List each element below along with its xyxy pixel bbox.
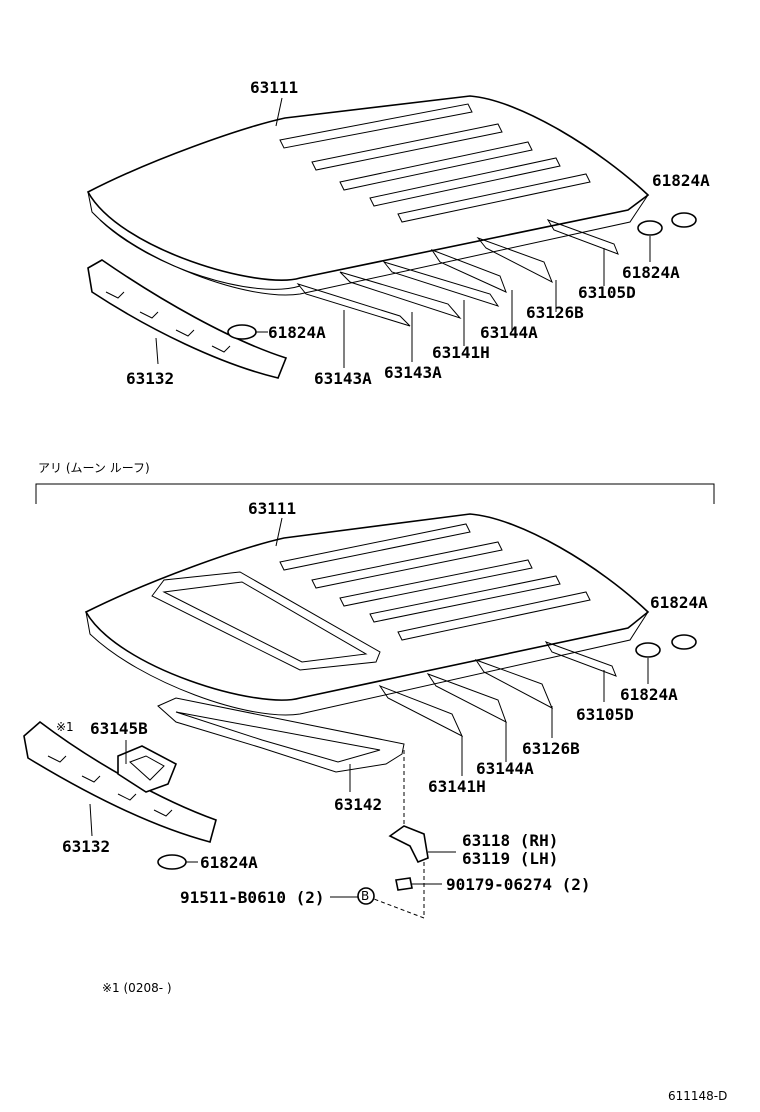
section-bracket xyxy=(35,483,715,504)
section-title: アリ (ムーン ルーフ) xyxy=(38,461,150,475)
upper-plug-left[interactable] xyxy=(227,324,257,340)
lower-label-bow-2: 63144A xyxy=(476,759,534,778)
lower-label-bow-1: 63126B xyxy=(522,739,580,758)
lower-label-bracket-lh: 63119 (LH) xyxy=(462,849,558,868)
upper-plug-right-1[interactable] xyxy=(637,220,663,236)
lower-label-roof-panel: 63111 xyxy=(248,499,296,518)
upper-label-bow-3: 63141H xyxy=(432,343,490,362)
upper-label-bow-4: 63143A xyxy=(314,369,372,388)
lower-label-plug-a: 61824A xyxy=(650,593,708,612)
lower-plug-left[interactable] xyxy=(157,854,187,870)
lower-label-plug-b: 61824A xyxy=(620,685,678,704)
footnote: ※1 (0208- ) xyxy=(102,981,172,995)
lower-plug-right-2[interactable] xyxy=(671,634,697,650)
lower-bracket-63145b[interactable] xyxy=(117,745,178,793)
lower-roof-ribs xyxy=(279,523,591,641)
upper-label-bow-1: 63126B xyxy=(526,303,584,322)
upper-roof-bows[interactable] xyxy=(296,219,619,327)
lower-label-bow-3: 63141H xyxy=(428,777,486,796)
upper-roof-ribs xyxy=(279,103,591,223)
figure-id: 611148-D xyxy=(668,1089,727,1103)
bolt-mark-b-text: B xyxy=(361,889,369,903)
upper-label-bow-2: 63144A xyxy=(480,323,538,342)
lower-label-bracket-mark: ※1 xyxy=(56,720,74,734)
upper-label-plug-c: 61824A xyxy=(268,323,326,342)
upper-label-roof-panel: 63111 xyxy=(250,78,298,97)
upper-label-plug-b: 61824A xyxy=(622,263,680,282)
upper-front-header[interactable] xyxy=(87,259,288,379)
lower-label-header-front: 63132 xyxy=(62,837,110,856)
lower-front-header[interactable] xyxy=(23,720,217,843)
lower-plug-right-1[interactable] xyxy=(635,642,661,658)
lower-label-bracket: 63145B xyxy=(90,719,148,738)
upper-label-header-front: 63132 xyxy=(126,369,174,388)
bolt-mark-b xyxy=(357,887,375,905)
upper-label-bow-rear: 63105D xyxy=(578,283,636,302)
lower-screw[interactable] xyxy=(395,877,413,891)
upper-plug-right-2[interactable] xyxy=(671,212,697,228)
lower-label-bow-rear: 63105D xyxy=(576,705,634,724)
lower-label-reinforcement: 63142 xyxy=(334,795,382,814)
upper-assembly: 63111 61824A 61824A 63105D 63126B 61824A… xyxy=(86,78,710,388)
lower-reinforcement[interactable] xyxy=(157,697,405,773)
upper-label-plug-a: 61824A xyxy=(652,171,710,190)
lower-roof-panel[interactable] xyxy=(84,513,650,701)
lower-label-bolt: 91511-B0610 (2) xyxy=(180,888,325,907)
upper-roof-panel[interactable] xyxy=(86,95,650,281)
lower-side-bracket[interactable] xyxy=(388,825,429,864)
lower-assembly: B 63111 61824A 61824A 63105D ※1 63145B 6… xyxy=(23,499,708,919)
lower-label-bracket-rh: 63118 (RH) xyxy=(462,831,558,850)
lower-label-screw: 90179-06274 (2) xyxy=(446,875,591,894)
lower-sunroof-opening[interactable] xyxy=(151,571,381,671)
upper-label-bow-5: 63143A xyxy=(384,363,442,382)
lower-label-plug-c: 61824A xyxy=(200,853,258,872)
